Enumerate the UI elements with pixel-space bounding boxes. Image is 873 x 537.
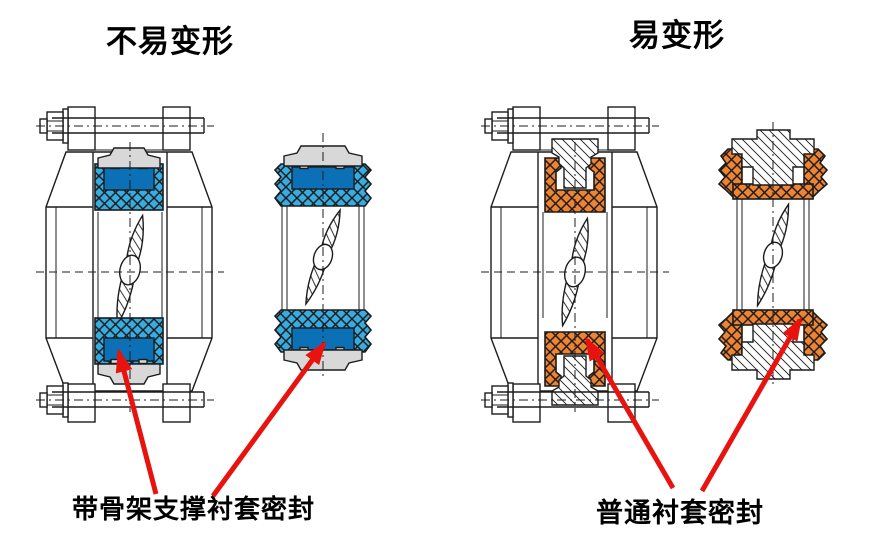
- butterfly-disc: [305, 207, 341, 307]
- flange-bolt-top: [36, 106, 214, 151]
- caption-framed-bushing-seal: 带骨架支撑衬套密封: [72, 495, 316, 524]
- ordinary-bushing-seal-top: [544, 157, 606, 213]
- gland-cap-top: [97, 147, 161, 169]
- leader-arrows: [115, 316, 803, 498]
- seal-support-frame-bottom: [103, 337, 155, 362]
- figure-liner-framed-seal: [273, 133, 373, 378]
- figure-flanged-valve-framed-seal: [36, 106, 224, 423]
- arrow-to-framed-seal-liner: [210, 340, 327, 498]
- figure-liner-ordinary-seal: [717, 122, 829, 387]
- title-not-easily-deformed: 不易变形: [106, 24, 234, 59]
- caption-ordinary-bushing-seal: 普通衬套密封: [596, 498, 764, 528]
- arrow-to-framed-seal-valve: [115, 348, 159, 495]
- title-easily-deformed: 易变形: [629, 18, 725, 53]
- stem-boss-top: [731, 129, 815, 186]
- arrow-to-ordinary-seal-valve: [584, 336, 676, 490]
- flange-bolt-bottom: [36, 382, 214, 423]
- gland-cap-bottom: [97, 363, 161, 385]
- figure-flanged-valve-ordinary-seal: [481, 106, 669, 423]
- flange-bolt-top: [481, 106, 659, 151]
- seal-support-frame-top: [103, 166, 155, 191]
- flange-bolt-bottom: [481, 382, 659, 423]
- arrow-to-ordinary-seal-liner: [699, 316, 803, 493]
